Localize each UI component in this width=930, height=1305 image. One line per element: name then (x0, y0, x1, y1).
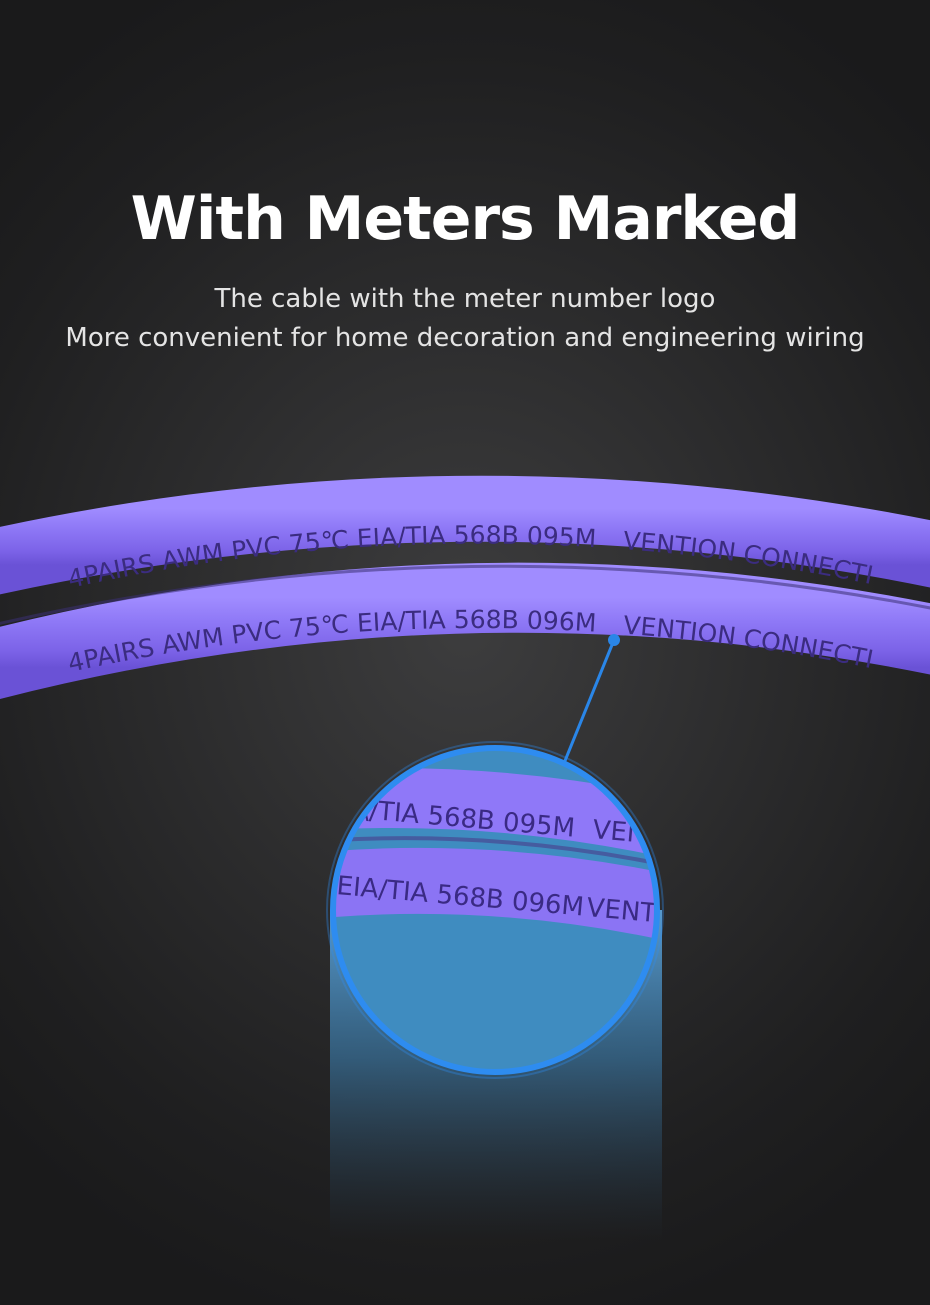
callout-pointer-dot (608, 634, 620, 646)
callout-pointer-line (554, 639, 616, 784)
cable-lower (0, 562, 930, 700)
headline: With Meters Marked (130, 184, 801, 254)
zoom-lower-brand: VENTI (585, 893, 665, 930)
subtitle-line-1: The cable with the meter number logo (214, 284, 716, 314)
subtitle-line-2: More convenient for home decoration and … (65, 323, 865, 353)
cable-upper (0, 475, 930, 595)
zoom-lens-ring (330, 745, 660, 1075)
